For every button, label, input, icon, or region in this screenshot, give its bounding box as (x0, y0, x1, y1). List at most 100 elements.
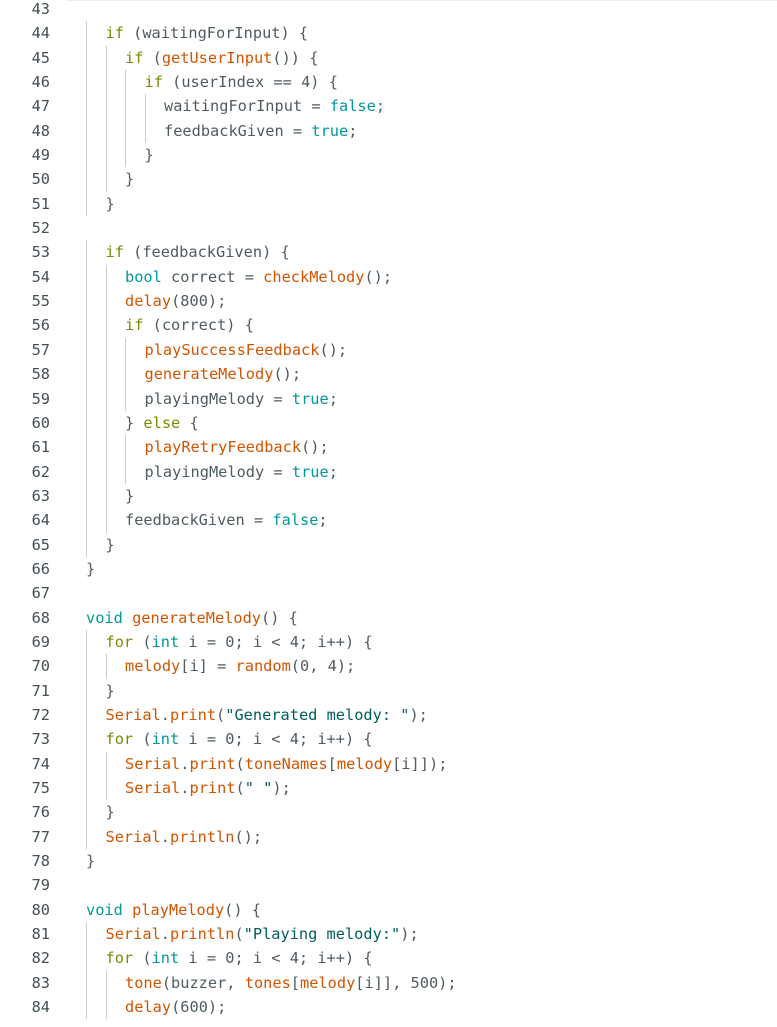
code-token-plain: ); (272, 779, 291, 797)
code-token-plain: { (180, 413, 199, 432)
indent-guide (105, 264, 107, 290)
code-line[interactable]: 79 (0, 873, 777, 897)
code-line[interactable]: 67 (0, 581, 777, 605)
code-line[interactable]: 63} (0, 483, 777, 509)
indent-guide (125, 386, 126, 411)
code-line[interactable]: 49} (0, 143, 777, 168)
code-text: } (125, 484, 134, 508)
code-token-plain: } (125, 413, 144, 432)
code-token-plain: [i]], 500); (355, 973, 457, 992)
indent-guide (144, 118, 146, 144)
code-token-string: "Playing melody:" (243, 925, 401, 944)
code-token-plain: correct = (161, 267, 264, 286)
indent-guide (105, 459, 107, 484)
code-line[interactable]: 78} (0, 849, 777, 873)
code-text: waitingForInput = false; (164, 94, 385, 118)
code-token-function: random (235, 657, 291, 676)
code-token-plain: ; (318, 511, 328, 530)
code-token-plain: . (160, 827, 170, 846)
code-line[interactable]: 76} (0, 800, 777, 825)
code-text: void generateMelody() { (86, 606, 298, 630)
code-line[interactable]: 52 (0, 216, 777, 240)
indent-guide (86, 727, 87, 752)
line-number: 83 (31, 973, 50, 992)
line-number: 84 (31, 998, 50, 1017)
code-token-plain: (correct) { (143, 316, 254, 335)
code-token-literal: true (291, 389, 329, 408)
code-token-keyword: else (143, 413, 181, 432)
line-number: 77 (31, 827, 50, 846)
line-number: 53 (31, 243, 50, 262)
line-number: 61 (31, 438, 50, 457)
code-token-plain: (feedbackGiven) { (123, 243, 290, 262)
code-token-function: playRetryFeedback (144, 438, 302, 457)
indent-guide (105, 45, 107, 71)
indent-guide (105, 362, 107, 387)
indent-guide (86, 776, 87, 801)
code-line[interactable]: 66} (0, 557, 777, 581)
code-token-plain: } (105, 194, 115, 213)
code-line[interactable]: 65} (0, 532, 777, 557)
indent-guide (105, 435, 107, 460)
line-number: 74 (31, 754, 50, 773)
code-line[interactable]: 60} else { (0, 410, 777, 436)
line-number: 65 (31, 535, 50, 554)
code-text: generateMelody(); (145, 362, 302, 386)
code-text: } (106, 800, 115, 824)
code-line[interactable]: 50} (0, 167, 777, 192)
code-line[interactable]: 71} (0, 678, 777, 703)
code-line[interactable]: 43 (0, 0, 777, 21)
line-number: 70 (31, 657, 50, 676)
indent-guide (86, 337, 87, 363)
code-text: } (86, 557, 95, 581)
code-token-plain: ); (409, 705, 428, 724)
code-text: for (int i = 0; i < 4; i++) { (106, 630, 373, 654)
line-number: 64 (31, 511, 50, 530)
indent-guide (86, 240, 87, 265)
code-token-plain: (userIndex == 4) { (162, 73, 338, 92)
code-token-function: melody (336, 754, 393, 773)
code-token-plain: i = 0; i < 4; i++) { (179, 949, 373, 968)
line-number: 52 (31, 219, 50, 238)
line-number: 46 (31, 73, 50, 92)
code-token-plain: playingMelody = (144, 389, 292, 408)
indent-guide (86, 143, 87, 168)
indent-guide (86, 922, 87, 947)
code-token-keyword: for (105, 949, 134, 968)
code-token-plain: [ (290, 973, 301, 992)
code-line[interactable]: 51} (0, 191, 777, 217)
indent-guide (86, 483, 87, 509)
indent-guide (105, 143, 107, 168)
indent-guide (86, 70, 87, 95)
code-text: if (waitingForInput) { (106, 21, 309, 45)
